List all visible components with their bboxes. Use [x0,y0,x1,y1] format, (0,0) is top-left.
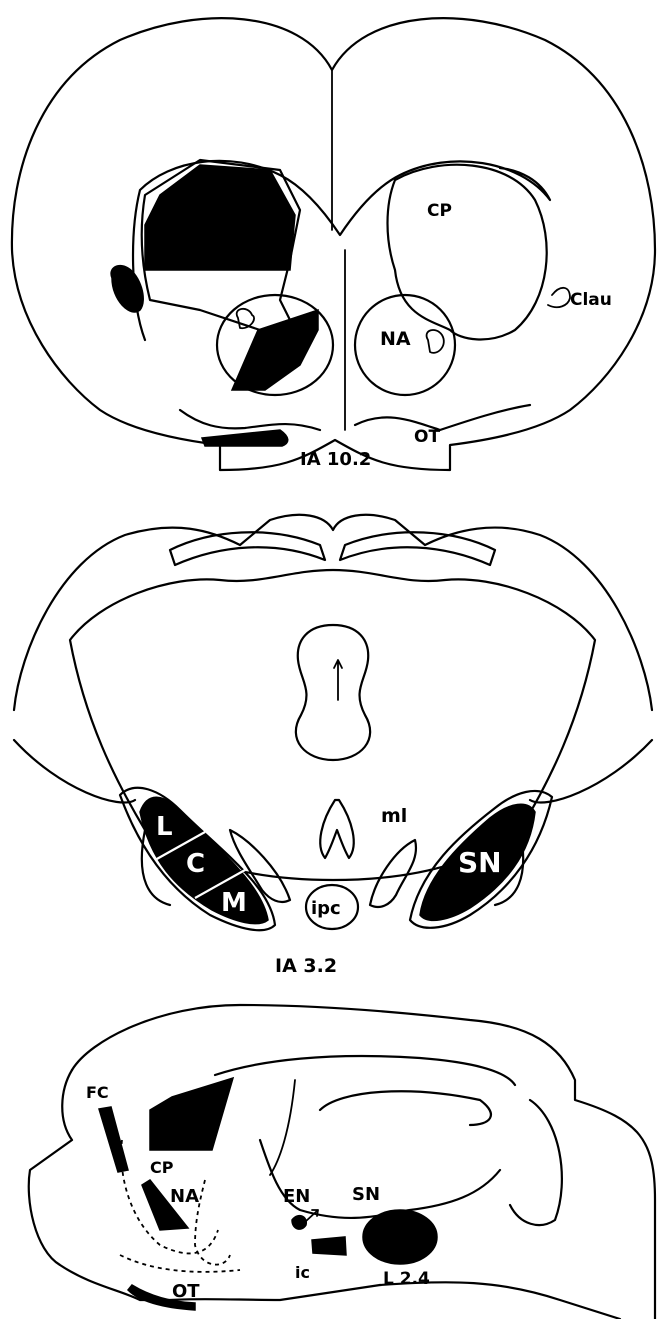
cerebral-aqueduct [296,625,370,760]
left-claustrum-lesion [111,266,143,312]
label-cp-1: CP [427,201,452,221]
fc-lesion [99,1107,128,1172]
caption-l-2-4: L 2.4 [383,1269,430,1289]
corpus-callosum-sagittal [215,1056,515,1085]
label-c: C [186,849,205,879]
sn-lesion-sagittal [363,1210,437,1264]
left-ot-lesion [202,430,288,446]
en-lesion [292,1216,306,1229]
label-sn-3: SN [352,1184,380,1205]
brain-outline [12,18,655,470]
hippocampus-right [340,532,495,565]
right-cp-outline [388,165,547,340]
hippocampus-sagittal [320,1091,491,1125]
midline-v-structure [320,800,353,858]
label-m: M [221,888,247,918]
caption-ia-10-2: IA 10.2 [300,449,371,470]
midbrain-outline [14,515,652,710]
ot-boundary [180,405,530,430]
label-sn-2: SN [458,846,502,879]
label-en: EN [283,1186,310,1207]
label-na-1: NA [380,328,411,350]
right-claustrum-line [548,288,570,307]
cerebellum-sagittal [510,1100,562,1225]
label-ot-3: OT [172,1281,200,1302]
midline [332,70,345,430]
label-ot-1: OT [414,427,440,447]
label-cp-3: CP [150,1158,174,1177]
coronal-section-ia-3-2: L C M ml SN ipc IA 3.2 [14,515,652,977]
cp-lesion-sagittal [150,1078,233,1150]
label-ic: ic [295,1263,310,1282]
ot-dashed-line [120,1255,240,1272]
left-na-lesion [232,310,318,390]
coronal-section-ia-10-2: CP Clau NA OT IA 10.2 [12,18,655,470]
na-dashed-outline-2 [195,1180,230,1265]
sagittal-section-l-2-4: FC CP NA EN SN ic OT L 2.4 [29,1005,655,1319]
aqueduct-arrow [334,660,342,700]
label-ml: ml [381,805,407,827]
ventricle-sagittal [270,1080,295,1175]
label-clau: Clau [570,290,612,310]
label-na-3: NA [170,1186,199,1207]
hippocampus-left [170,532,325,565]
right-na-commissure [427,330,444,353]
caption-ia-3-2: IA 3.2 [275,955,337,977]
label-fc: FC [86,1083,109,1102]
ic-lesion [312,1237,346,1255]
label-ipc: ipc [311,898,341,919]
label-l: L [156,812,173,842]
